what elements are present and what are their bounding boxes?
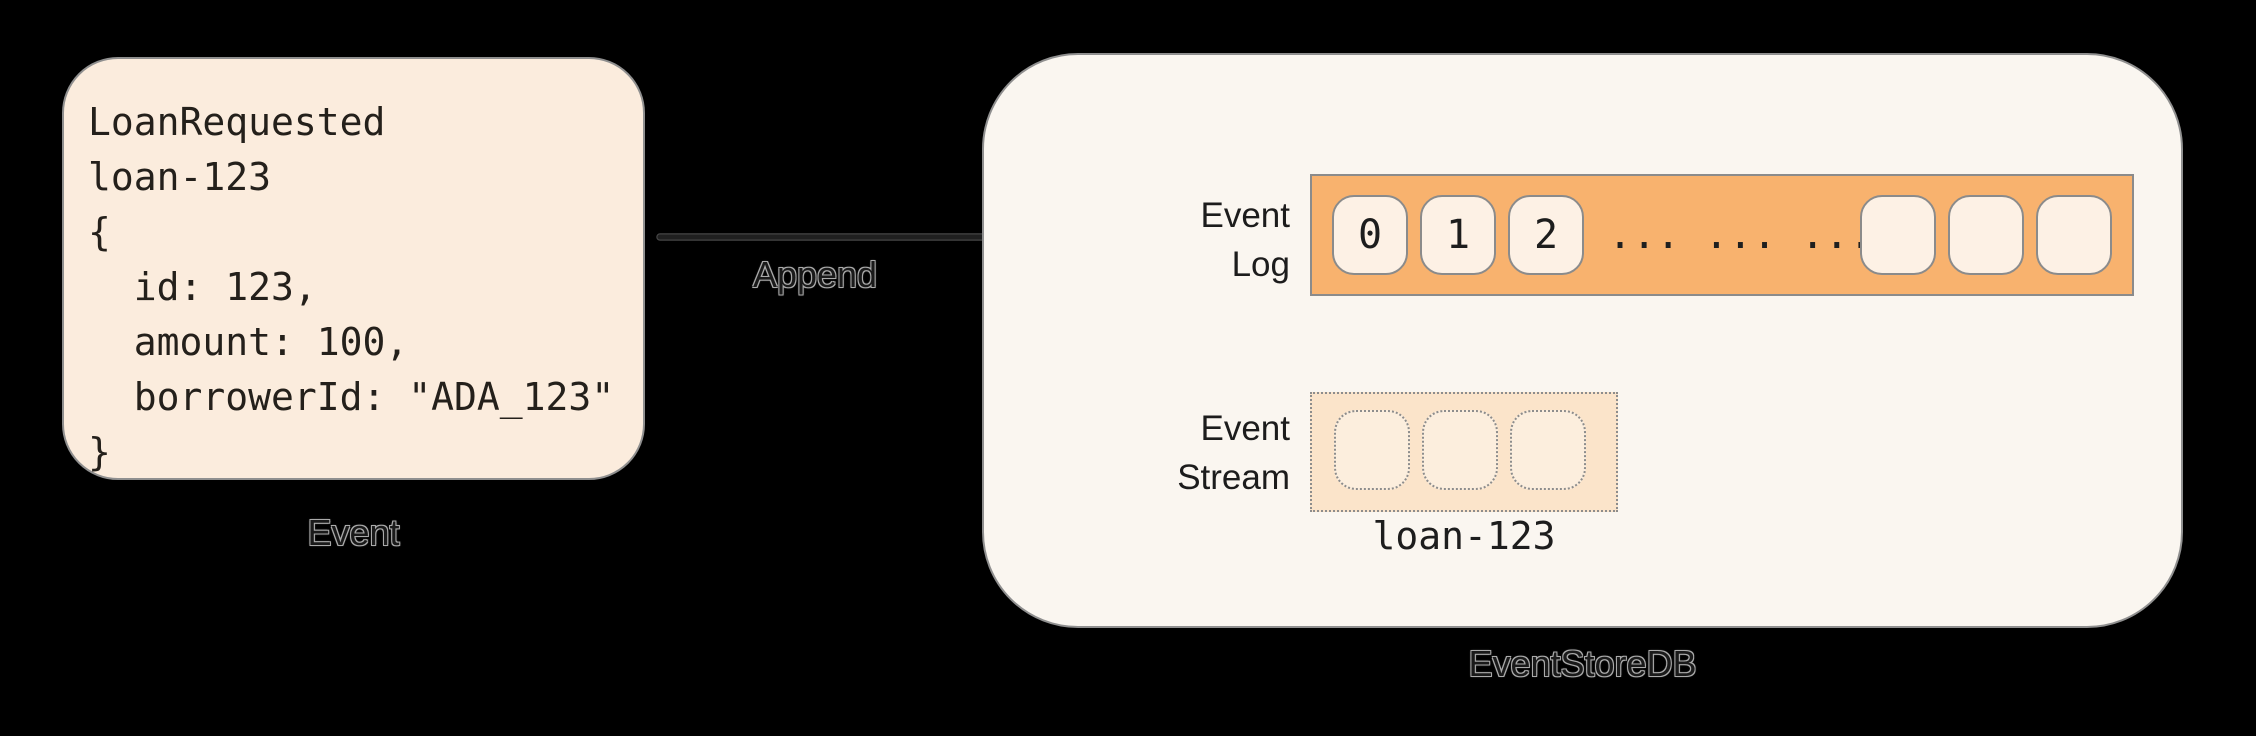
event-stream-box: [1310, 392, 1618, 512]
log-empty-cell: [2036, 195, 2112, 275]
event-log-label: Event Log: [1040, 191, 1291, 289]
code-line: borrowerId: "ADA_123": [88, 375, 615, 419]
event-log-bar: 0 1 2 ... ... ...: [1310, 174, 2134, 296]
append-arrow-label: Append: [752, 254, 878, 295]
log-cell-0: 0: [1332, 195, 1408, 275]
event-card: LoanRequested loan-123 { id: 123, amount…: [62, 57, 645, 480]
event-code-block: LoanRequested loan-123 { id: 123, amount…: [88, 95, 633, 480]
event-log-label-line2: Log: [1231, 245, 1290, 284]
code-line: {: [88, 210, 111, 254]
stream-empty-cell: [1334, 410, 1410, 490]
event-stream-label: Event Stream: [1040, 404, 1290, 502]
stream-empty-cell: [1422, 410, 1498, 490]
log-empty-cell: [1860, 195, 1936, 275]
event-card-caption: Event: [307, 512, 400, 553]
stream-name-caption: loan-123: [1372, 514, 1556, 558]
event-stream-label-line2: Stream: [1177, 458, 1290, 497]
stream-empty-cell: [1510, 410, 1586, 490]
code-line: id: 123,: [88, 265, 317, 309]
code-line: LoanRequested: [88, 100, 386, 144]
code-line: }: [88, 430, 111, 474]
event-log-label-line1: Event: [1200, 196, 1291, 235]
code-line: amount: 100,: [88, 320, 409, 364]
code-line: loan-123: [88, 155, 272, 199]
eventstoredb-caption: EventStoreDB: [1468, 643, 1697, 684]
event-stream-label-line1: Event: [1200, 409, 1291, 448]
log-empty-cell: [1948, 195, 2024, 275]
log-ellipsis-dots: ... ... ...: [1608, 212, 1873, 258]
log-cell-2: 2: [1508, 195, 1584, 275]
eventstoredb-box: [982, 53, 2183, 628]
log-cell-1: 1: [1420, 195, 1496, 275]
